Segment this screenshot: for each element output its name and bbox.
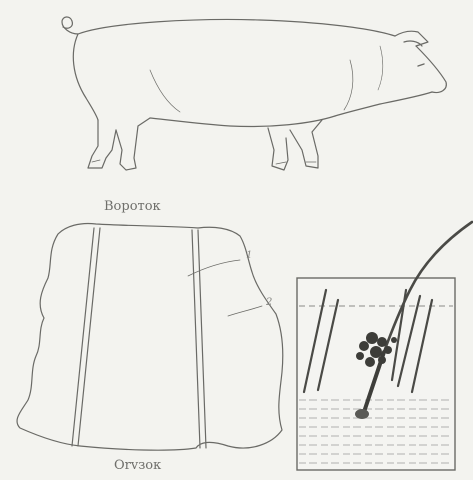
skin-section-illustration <box>297 222 472 470</box>
label-number-1: 1 <box>246 250 252 261</box>
caption-bottom: Orvзок <box>114 458 161 473</box>
caption-vorotok: Вороток <box>104 199 161 214</box>
pig-illustration <box>62 17 446 170</box>
label-number-2: 2 <box>266 297 272 308</box>
hide-illustration <box>17 223 283 450</box>
